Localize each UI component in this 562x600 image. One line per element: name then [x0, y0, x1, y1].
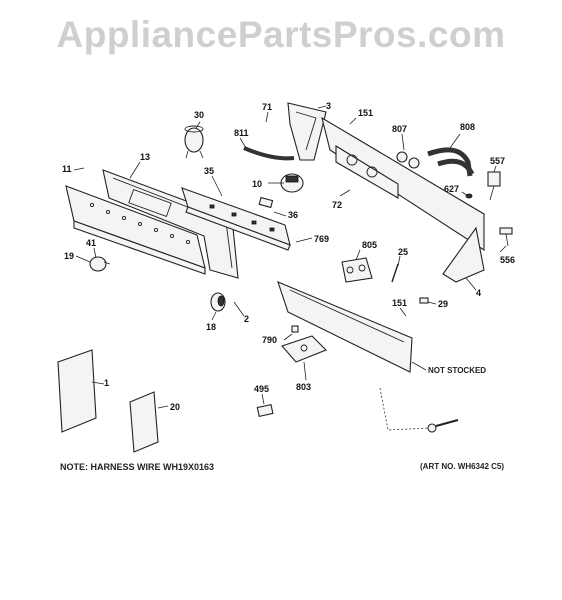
connector-495 [256, 403, 274, 417]
callout-807: 807 [392, 124, 407, 134]
knob-18 [210, 292, 226, 312]
callout-72: 72 [332, 200, 342, 210]
capacitor [184, 125, 204, 159]
manual-1 [57, 349, 97, 433]
dispenser-block [281, 335, 327, 363]
callout-30: 30 [194, 110, 204, 120]
manual-20 [129, 391, 159, 453]
callout-18: 18 [206, 322, 216, 332]
art-number-note: (ART NO. WH6342 C5) [420, 462, 505, 471]
callout-25: 25 [398, 247, 408, 257]
pressure-switch [280, 173, 304, 193]
lower-cover [277, 281, 413, 373]
callout-13: 13 [140, 152, 150, 162]
wire-connector [499, 227, 513, 247]
callout-1: 1 [104, 378, 109, 388]
callout-557: 557 [490, 156, 505, 166]
callout-19: 19 [64, 251, 74, 261]
callout-790: 790 [262, 335, 277, 345]
clip-29 [419, 297, 429, 304]
callout-4: 4 [476, 288, 481, 298]
callout-labels: 1 2 3 4 10 11 13 18 19 20 25 29 30 35 36… [62, 101, 515, 412]
control-panel-front [65, 185, 206, 275]
circuit-board [181, 187, 291, 251]
callout-29: 29 [438, 299, 448, 309]
bracket [287, 102, 327, 161]
callout-803: 803 [296, 382, 311, 392]
callout-10: 10 [252, 179, 262, 189]
callout-151-bottom: 151 [392, 298, 407, 308]
callout-627: 627 [444, 184, 459, 194]
callout-41: 41 [86, 238, 96, 248]
harness-note: NOTE: HARNESS WIRE WH19X0163 [60, 462, 215, 472]
callout-11: 11 [62, 164, 72, 174]
callout-2: 2 [244, 314, 249, 324]
callout-151-top: 151 [358, 108, 373, 118]
cord-plug [487, 171, 501, 201]
leader-lines [73, 105, 507, 409]
callout-36: 36 [288, 210, 298, 220]
not-stocked-note: NOT STOCKED [428, 366, 487, 375]
callout-556: 556 [500, 255, 515, 265]
callout-805: 805 [362, 240, 377, 250]
watermark-text: AppliancePartsPros.com [56, 14, 506, 55]
fill-hoses [427, 147, 475, 177]
harness-probe [427, 418, 459, 433]
water-valve [341, 257, 373, 283]
hose [243, 146, 295, 161]
side-bracket [442, 226, 485, 283]
callout-35: 35 [204, 166, 214, 176]
callout-495: 495 [254, 384, 269, 394]
not-stocked-lead [379, 387, 431, 431]
callout-769: 769 [314, 234, 329, 244]
hose-nuts [396, 151, 420, 169]
clip [258, 196, 274, 209]
callout-808: 808 [460, 122, 475, 132]
clip-790 [291, 325, 299, 333]
callout-20: 20 [170, 402, 180, 412]
knob-19 [89, 256, 111, 272]
pin [391, 263, 399, 283]
callout-811: 811 [234, 128, 249, 138]
callout-71: 71 [262, 102, 272, 112]
callout-3: 3 [326, 101, 331, 111]
bushing [465, 193, 473, 199]
backsplash-panel [321, 116, 485, 252]
